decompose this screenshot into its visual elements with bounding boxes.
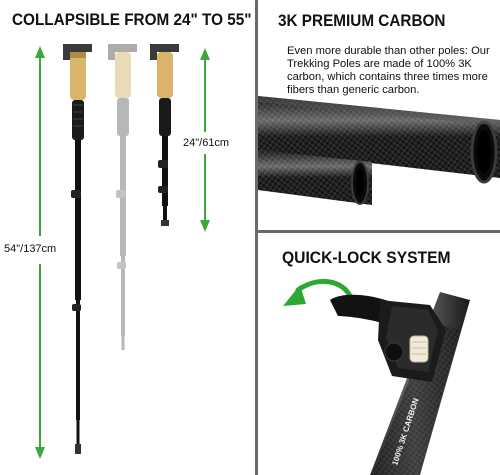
carbon-title: 3K PREMIUM CARBON bbox=[278, 11, 446, 30]
brand-mark-1: VARGEN bbox=[64, 71, 70, 92]
collapsible-title: COLLAPSIBLE FROM 24" TO 55" bbox=[12, 10, 252, 29]
panel-divider-vertical bbox=[255, 0, 258, 475]
quick-lock-title: QUICK-LOCK SYSTEM bbox=[282, 248, 451, 267]
pole-collapsed bbox=[150, 44, 179, 226]
pole-middle bbox=[108, 44, 137, 350]
quick-lock-image: 100% 3K CARBON bbox=[283, 278, 470, 475]
collapsed-length-label: 24"/61cm bbox=[183, 137, 230, 149]
pole-extended: VARGEN bbox=[63, 44, 92, 454]
panel-divider-horizontal bbox=[258, 230, 500, 233]
extended-length-label: 54"/137cm bbox=[4, 243, 57, 255]
long-measure-line bbox=[26, 46, 54, 459]
carbon-tubes-image bbox=[258, 96, 500, 205]
short-measure-line bbox=[195, 48, 215, 232]
carbon-description: Even more durable than other poles: Our … bbox=[287, 45, 490, 96]
